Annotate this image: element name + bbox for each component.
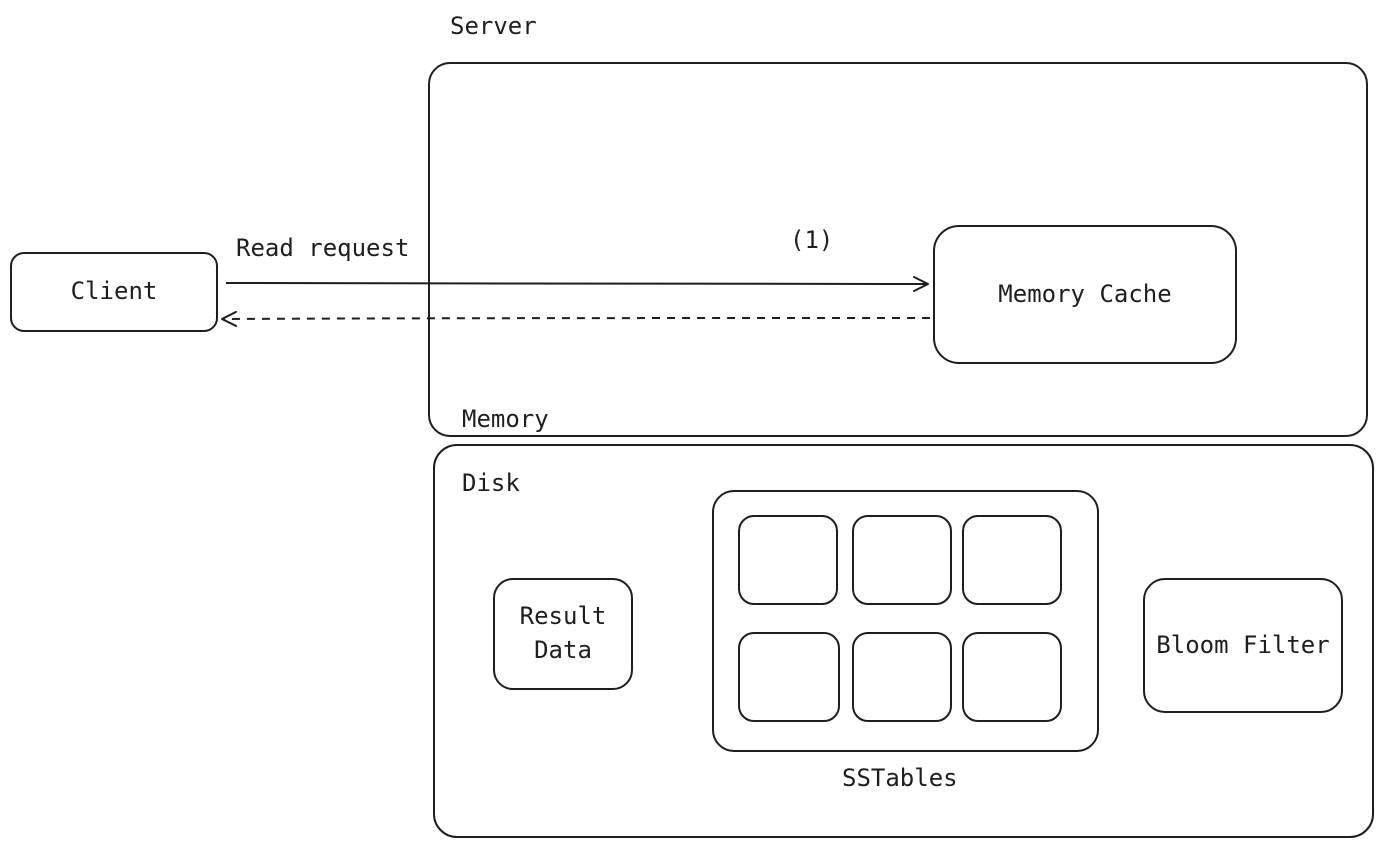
step-1-label: (1) (790, 226, 834, 254)
client-node[interactable]: Client (10, 252, 218, 332)
sstable-cell (738, 632, 840, 722)
disk-label: Disk (462, 469, 520, 497)
disk-container (433, 444, 1374, 838)
sstable-cell (962, 515, 1062, 605)
read-request-label: Read request (236, 234, 410, 262)
sstables-label: SSTables (842, 764, 958, 792)
sstable-cell (962, 632, 1062, 722)
server-label: Server (450, 12, 537, 40)
bloom-filter-node[interactable]: Bloom Filter (1143, 578, 1343, 713)
result-data-node[interactable]: Result Data (493, 578, 633, 690)
sstable-cell (852, 515, 952, 605)
sstable-cell (852, 632, 952, 722)
sstables-group[interactable] (712, 490, 1099, 752)
memory-container (428, 62, 1368, 437)
memory-cache-node[interactable]: Memory Cache (933, 225, 1237, 364)
memory-label: Memory (462, 405, 549, 433)
sstable-cell (738, 515, 838, 605)
